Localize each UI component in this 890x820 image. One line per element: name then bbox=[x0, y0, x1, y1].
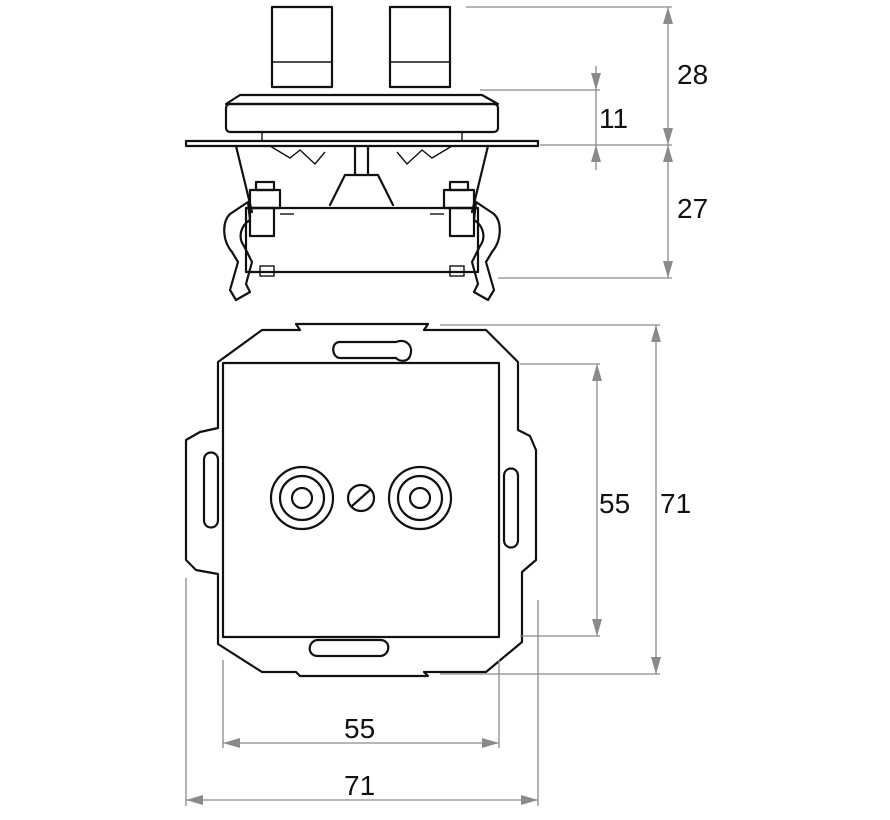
outer-frame bbox=[184, 322, 538, 678]
cover-rim bbox=[224, 93, 500, 106]
center-screw bbox=[346, 483, 376, 513]
mechanism bbox=[261, 131, 463, 207]
connector-pin-right bbox=[388, 5, 452, 89]
claw-left bbox=[223, 200, 254, 302]
insert-body bbox=[244, 206, 480, 274]
connector-pin-left bbox=[270, 5, 334, 89]
coax-connector-left bbox=[269, 465, 335, 531]
dim-side-lower: 27 bbox=[677, 193, 708, 224]
mounting-frame bbox=[184, 139, 540, 148]
dim-front-inner-width: 55 bbox=[344, 713, 375, 744]
front-view bbox=[184, 322, 538, 678]
terminal-left bbox=[248, 180, 294, 238]
slot-bottom bbox=[308, 638, 390, 658]
dim-side-total: 28 bbox=[677, 59, 708, 90]
coax-connector-right bbox=[387, 465, 453, 531]
slot-top bbox=[332, 339, 413, 362]
dim-side-upper: 11 bbox=[599, 103, 628, 134]
slot-right bbox=[502, 467, 520, 549]
side-view bbox=[184, 5, 540, 302]
dim-front-inner-height: 55 bbox=[599, 488, 630, 519]
dim-front-outer-width: 71 bbox=[344, 770, 375, 801]
cover-plate bbox=[224, 102, 500, 134]
inner-plate bbox=[221, 361, 501, 639]
claw-right bbox=[470, 200, 501, 302]
terminal-right bbox=[430, 180, 476, 238]
dim-front-outer-height: 71 bbox=[660, 488, 691, 519]
slot-left bbox=[202, 451, 220, 529]
dimension-lines bbox=[185, 6, 673, 806]
